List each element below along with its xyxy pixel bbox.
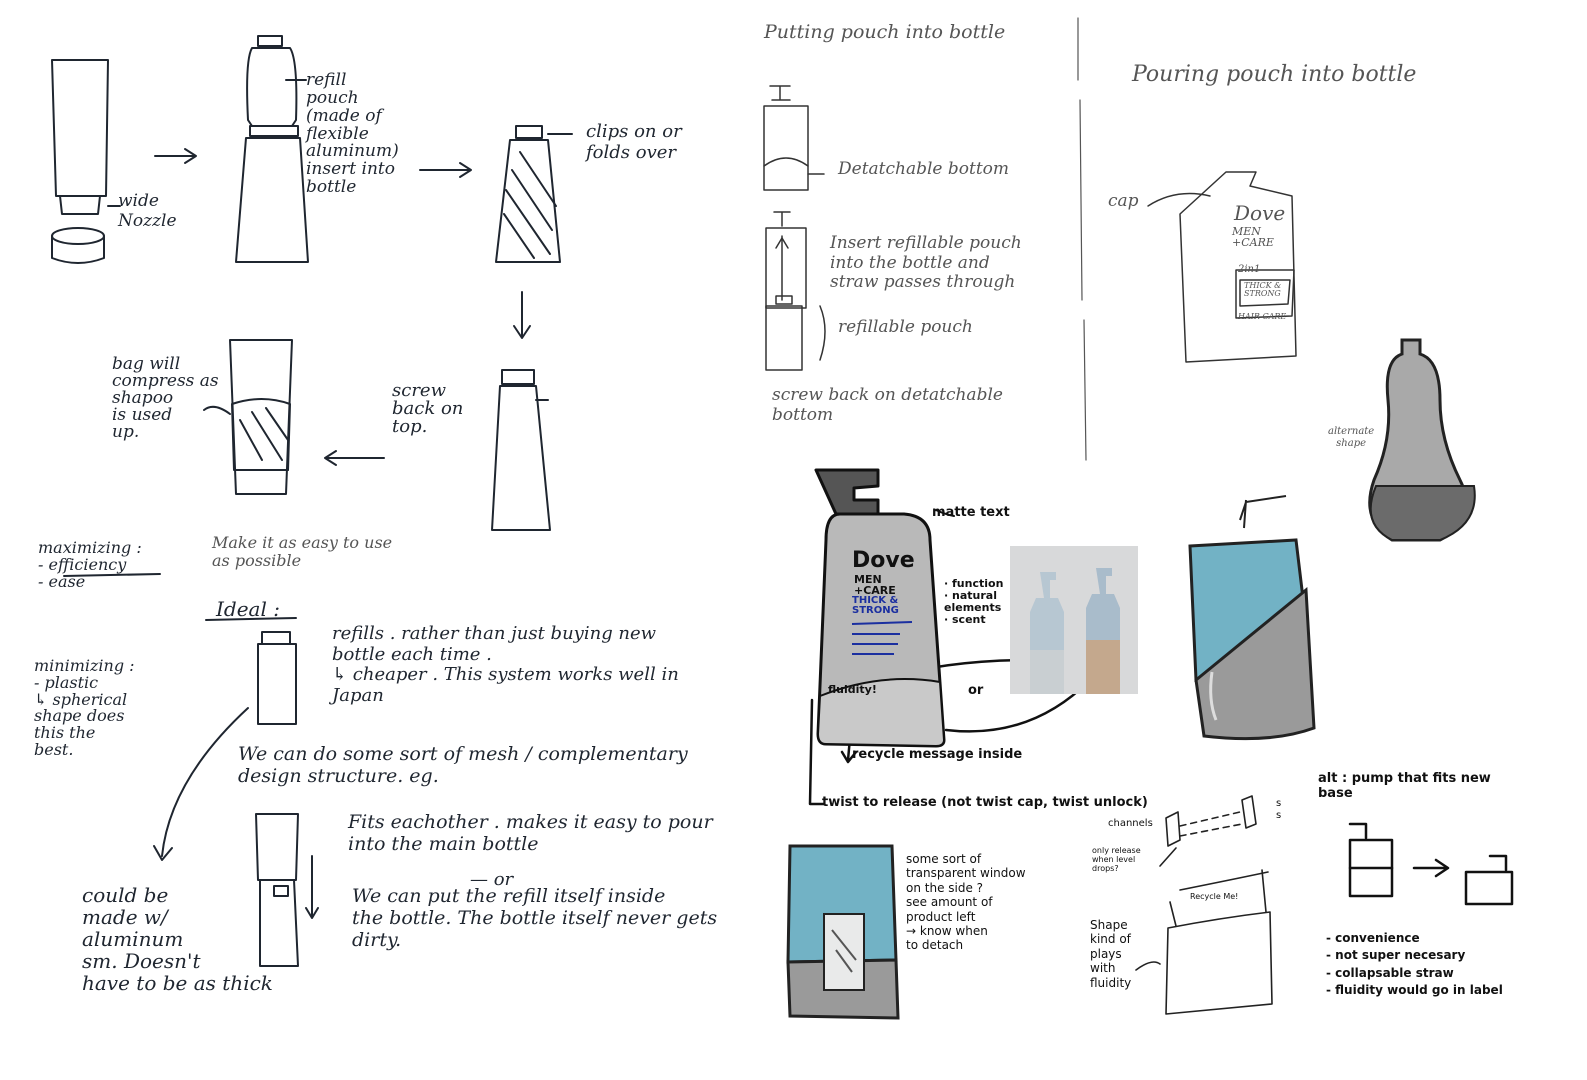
- pouch-brand: Dove: [1234, 202, 1285, 225]
- easy-note: Make it as easy to use as possible: [212, 534, 392, 571]
- recycle-me-label: Recycle Me!: [1190, 892, 1238, 901]
- s-label: s s: [1276, 798, 1281, 821]
- pouch-thick-strong: THICK & STRONG: [1244, 282, 1281, 298]
- screw-label: screw back on top.: [392, 382, 463, 436]
- pouch-2in1: 2in1: [1238, 264, 1260, 276]
- window-note: some sort of transparent window on the s…: [906, 852, 1026, 953]
- cap-label: cap: [1108, 192, 1139, 212]
- ideal-heading: Ideal :: [216, 598, 280, 621]
- channels-label: channels: [1108, 818, 1153, 830]
- channels-sketch: [1136, 796, 1272, 1014]
- alt-pump-list: - convenience - not super necesary - col…: [1326, 930, 1503, 1000]
- clip-label: clips on or folds over: [586, 122, 682, 163]
- only-release-label: only release when level drops?: [1092, 846, 1141, 874]
- refill-bottle-sketch: [236, 36, 308, 262]
- or-label: or: [968, 684, 983, 699]
- recycle-message-label: recycle message inside: [852, 748, 1022, 763]
- refillable-pouch-label: refillable pouch: [838, 318, 973, 338]
- aluminum-note: could be made w/ aluminum sm. Doesn't ha…: [82, 884, 273, 994]
- bottle-thick-strong: THICK & STRONG: [852, 596, 899, 616]
- pouring-pouch-title: Pouring pouch into bottle: [1132, 62, 1416, 87]
- detach-bottom-label: Detatchable bottom: [838, 160, 1009, 180]
- screw-back-label: screw back on detatchable bottom: [772, 386, 1003, 425]
- alt-pump-sketch: [1350, 824, 1512, 904]
- refills-note: refills . rather than just buying new bo…: [332, 624, 679, 707]
- bottle-brand: Dove: [852, 548, 915, 573]
- arrow-right-1: [155, 149, 196, 163]
- put-refill-note: We can put the refill itself inside the …: [352, 886, 717, 952]
- minimizing-list: minimizing : - plastic ↳ spherical shape…: [34, 658, 135, 759]
- fits-note: Fits eachother . makes it easy to pour i…: [348, 812, 713, 856]
- pouch-brand-sub: MEN +CARE: [1232, 226, 1274, 248]
- insert-pouch-label: Insert refillable pouch into the bottle …: [830, 234, 1022, 293]
- dove-bottle-sketch: [816, 470, 878, 514]
- arrow-down-1: [514, 292, 530, 338]
- matte-text-label: matte text: [932, 506, 1010, 521]
- putting-pouch-title: Putting pouch into bottle: [764, 22, 1005, 44]
- detach-bottle-sketch: [764, 86, 824, 190]
- mesh-note: We can do some sort of mesh / complement…: [238, 744, 688, 788]
- curve-arrow: [154, 708, 248, 860]
- screw-bottle-sketch: [492, 370, 550, 530]
- bottle-brand-sub: MEN +CARE: [854, 574, 896, 596]
- wide-nozzle-label: wide Nozzle: [118, 192, 177, 231]
- clip-bottle-sketch: [496, 126, 572, 262]
- bag-compress-label: bag will compress as shapoo is used up.: [112, 356, 219, 441]
- pouch-hair-care: HAIR CARE: [1238, 312, 1286, 321]
- refill-box-sketch: [258, 632, 296, 724]
- tube-sketch: [52, 60, 120, 263]
- alternate-shape-bottle: [1370, 340, 1475, 540]
- window-bottle: [788, 846, 898, 1018]
- insert-pouch-sketch: [766, 212, 825, 370]
- shape-fluidity-label: Shape kind of plays with fluidity: [1090, 918, 1131, 990]
- fluidity-label: fluidity!: [828, 684, 877, 697]
- arrow-right-2: [420, 163, 471, 177]
- refill-pouch-label: refill pouch (made of flexible aluminum)…: [306, 72, 399, 197]
- alt-pump-title: alt : pump that fits new base: [1318, 772, 1491, 802]
- maximizing-list: maximizing : - efficiency - ease: [38, 540, 142, 590]
- twist-release-label: twist to release (not twist cap, twist u…: [822, 796, 1148, 811]
- alternate-shape-label: alternate shape: [1328, 426, 1374, 449]
- function-label: · function · natural elements · scent: [944, 578, 1003, 626]
- blue-grey-container: [1190, 496, 1314, 739]
- arrow-left-1: [325, 451, 384, 465]
